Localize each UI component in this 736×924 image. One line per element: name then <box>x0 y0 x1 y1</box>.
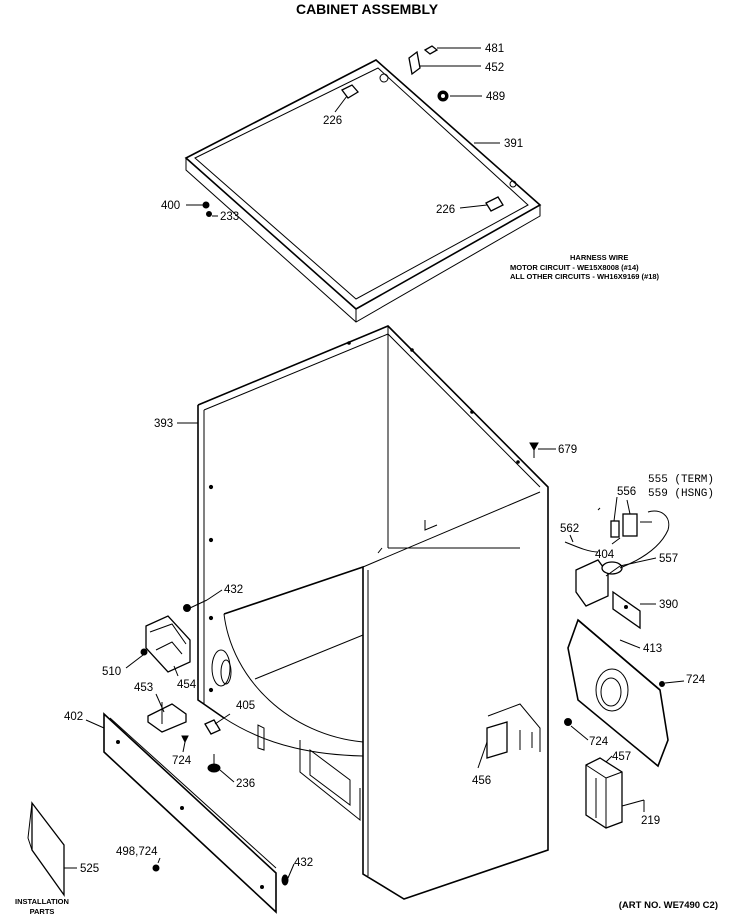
callout-562: 562 <box>560 523 579 535</box>
installation-envelope <box>27 801 65 898</box>
harness-note-line2: MOTOR CIRCUIT - WE15X8008 (#14) <box>510 263 639 272</box>
bracket-and-receptacle <box>575 510 670 607</box>
art-number: (ART NO. WE7490 C2) <box>619 900 718 911</box>
callout-226-side: 226 <box>436 204 455 216</box>
callout-454: 454 <box>177 679 197 691</box>
callout-453: 453 <box>134 682 153 694</box>
callout-402: 402 <box>64 711 83 723</box>
callout-510: 510 <box>102 666 121 678</box>
cabinet-screw <box>529 442 539 458</box>
callout-432-toe: 432 <box>294 857 313 869</box>
rear-panel <box>567 618 669 768</box>
harness-note-line1: HARNESS WIRE <box>570 253 628 262</box>
callout-724-rear: 724 <box>686 674 706 686</box>
callout-236: 236 <box>236 778 255 790</box>
callout-489: 489 <box>486 91 505 103</box>
callout-679: 679 <box>558 444 577 456</box>
callout-400: 400 <box>161 200 180 212</box>
callout-724-hinge: 724 <box>172 755 192 767</box>
left-side-parts <box>140 604 221 773</box>
installation-label-line1: INSTALLATION <box>15 897 69 906</box>
callout-233: 233 <box>220 211 239 223</box>
cabinet-body <box>197 325 549 900</box>
harness-connectors <box>610 513 652 545</box>
terminal-block <box>612 590 641 630</box>
harness-note-line3: ALL OTHER CIRCUITS - WH16X9169 (#18) <box>510 272 660 281</box>
callout-556: 556 <box>617 486 636 498</box>
callout-405: 405 <box>236 700 255 712</box>
callout-457: 457 <box>612 751 631 763</box>
toe-panel <box>103 712 277 914</box>
callout-557: 557 <box>659 553 678 565</box>
diagram-title: CABINET ASSEMBLY <box>296 1 439 17</box>
callout-456: 456 <box>472 775 491 787</box>
callout-404: 404 <box>595 549 615 561</box>
callout-393: 393 <box>154 418 173 430</box>
callout-226-top: 226 <box>323 115 342 127</box>
callout-390: 390 <box>659 599 678 611</box>
callout-432-side: 432 <box>224 584 243 596</box>
callout-452: 452 <box>485 62 504 74</box>
callout-498-724: 498,724 <box>116 846 158 858</box>
leader-lines-top <box>186 47 500 217</box>
callout-481: 481 <box>485 43 504 55</box>
hinge-screw-part <box>202 45 449 217</box>
callout-413: 413 <box>643 643 662 655</box>
strap-part <box>564 541 599 553</box>
callout-724-side: 724 <box>589 736 609 748</box>
module-box <box>585 757 623 829</box>
callout-559: 559 (HSNG) <box>648 488 714 500</box>
callout-555: 555 (TERM) <box>648 474 714 486</box>
callout-219: 219 <box>641 815 660 827</box>
installation-label-line2: PARTS <box>30 907 55 916</box>
callout-391: 391 <box>504 138 523 150</box>
callout-525: 525 <box>80 863 99 875</box>
rear-screw <box>564 718 572 726</box>
top-panel <box>184 59 542 323</box>
toe-panel-screws <box>152 864 289 886</box>
leader-lines-lower <box>64 422 685 879</box>
callout-labels: 481 452 489 226 391 400 233 226 HARNESS … <box>15 43 718 916</box>
